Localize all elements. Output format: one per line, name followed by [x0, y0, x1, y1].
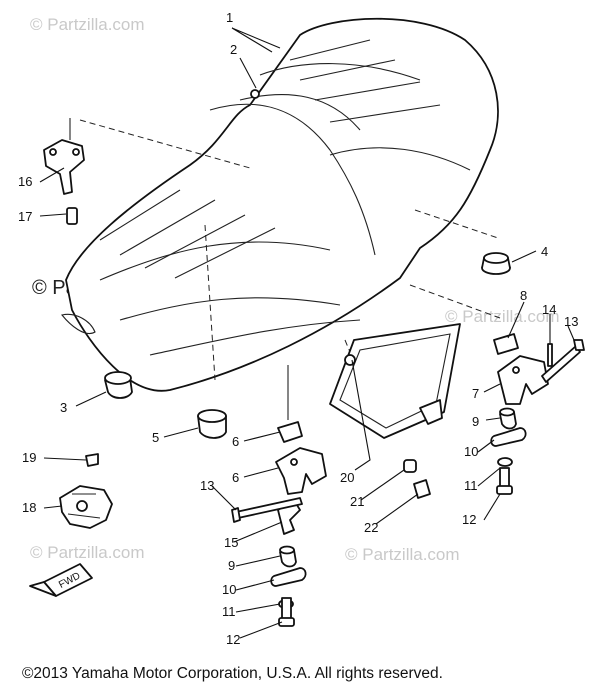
pin-13-lower: [231, 497, 303, 523]
callout-12-upper: 12: [462, 512, 476, 527]
plate-10-lower: [270, 567, 307, 587]
bolt-12-lower: [278, 597, 295, 627]
callout-4: 4: [541, 244, 548, 259]
seat-lock-18: [59, 485, 113, 529]
callout-5: 5: [152, 430, 159, 445]
callout-21: 21: [350, 494, 364, 509]
callout-13-upper: 13: [564, 314, 578, 329]
reference-line-20: [204, 224, 216, 381]
callout-2: 2: [230, 42, 237, 57]
screw-19: [85, 453, 99, 467]
callout-9-upper: 9: [472, 414, 479, 429]
collar-9-upper: [499, 407, 517, 430]
seat-hinge-7: [497, 355, 549, 405]
plate-10-upper: [490, 427, 527, 447]
watermark-top-left: © Partzilla.com: [30, 15, 145, 34]
watermark-bottom-left: © Partzilla.com: [30, 543, 145, 562]
copyright-notice: ©2013 Yamaha Motor Corporation, U.S.A. A…: [22, 665, 443, 682]
seat-hinge-6: [275, 447, 327, 495]
seat-assembly: [61, 17, 499, 392]
bumper-21: [403, 459, 417, 473]
callout-10-lower: 10: [222, 582, 236, 597]
callout-1: 1: [226, 10, 233, 25]
callout-9-lower: 9: [228, 558, 235, 573]
storage-tray-20: [329, 323, 461, 439]
callout-7: 7: [472, 386, 479, 401]
callout-3: 3: [60, 400, 67, 415]
rubber-damper-4: [481, 252, 511, 275]
callout-15: 15: [224, 535, 238, 550]
rubber-damper-5: [197, 409, 227, 439]
callout-6-lower: 6: [232, 470, 239, 485]
seat-lock-bracket: [43, 118, 85, 195]
callout-13-lower: 13: [200, 478, 214, 493]
callout-10-upper: 10: [464, 444, 478, 459]
pin-13-upper: [541, 339, 585, 383]
rubber-damper-3: [104, 371, 133, 399]
callout-14: 14: [542, 302, 556, 317]
bolt-12-upper: [496, 467, 513, 495]
callout-12-lower: 12: [226, 632, 240, 647]
callout-numbers: 1 2 3 4 5 6 6 7 8 9 9 10 10 11 11 12 12 …: [18, 10, 578, 647]
bolt-17: [66, 207, 78, 225]
callout-22: 22: [364, 520, 378, 535]
screw-22: [413, 479, 431, 499]
clip-6-upper: [277, 365, 303, 443]
callout-20: 20: [340, 470, 354, 485]
reference-line-7: [409, 284, 501, 319]
pin-14: [547, 343, 553, 367]
collar-9-lower: [279, 545, 297, 568]
callout-11-upper: 11: [464, 478, 478, 493]
reference-line-4: [414, 209, 499, 239]
callout-19: 19: [22, 450, 36, 465]
watermark-bottom-right: © Partzilla.com: [345, 545, 460, 564]
leader-lines: [39, 27, 575, 639]
watermark-mid-right: © Partzilla.com: [445, 307, 560, 326]
callout-17: 17: [18, 209, 32, 224]
clip-8-right: [493, 333, 519, 355]
callout-11-lower: 11: [222, 604, 236, 619]
callout-8: 8: [520, 288, 527, 303]
forward-direction-arrow: FWD: [29, 563, 93, 597]
callout-16: 16: [18, 174, 32, 189]
callout-18: 18: [22, 500, 36, 515]
washer-11-upper: [497, 457, 513, 467]
callout-6-upper: 6: [232, 434, 239, 449]
